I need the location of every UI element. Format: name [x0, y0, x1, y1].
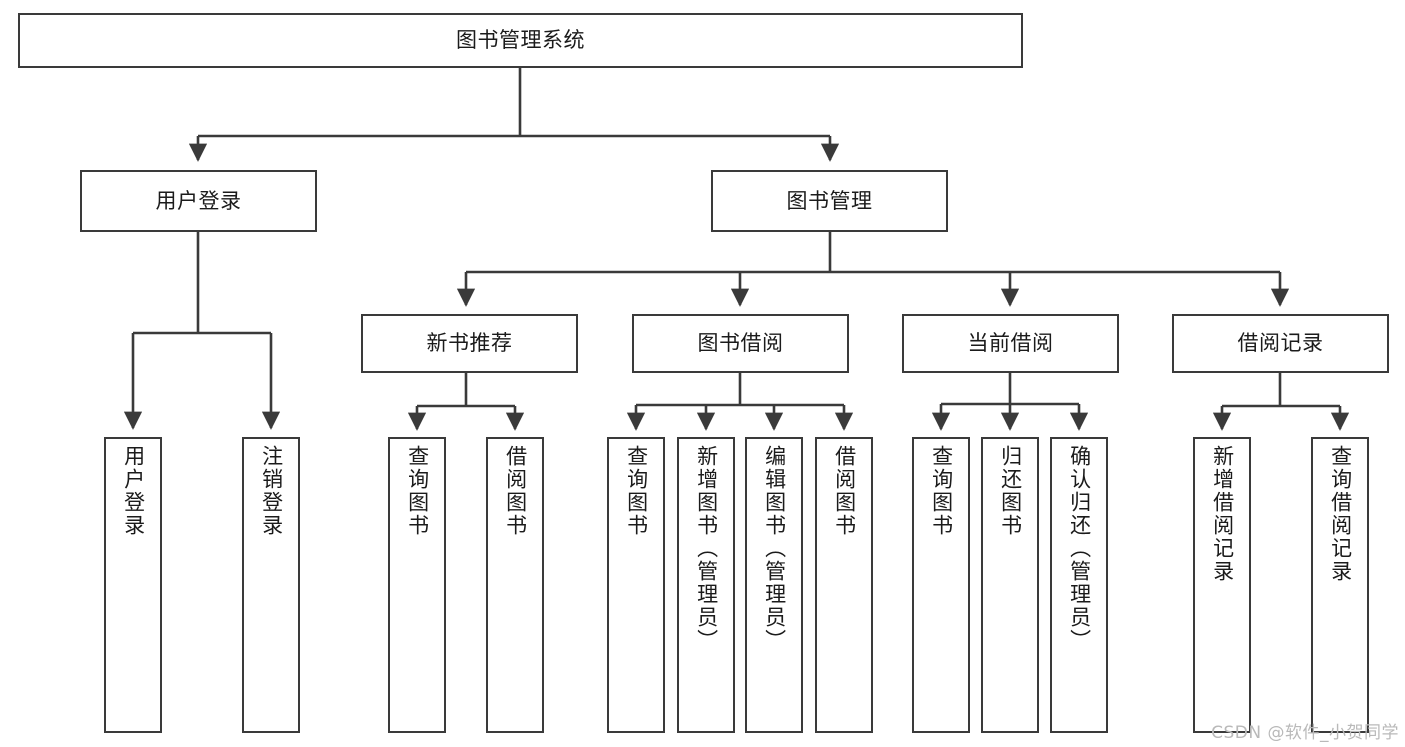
node-leaf-query-book-2[interactable]: 查询图书: [607, 437, 665, 733]
node-leaf-borrow-book-2-label: 借阅图书: [832, 445, 857, 537]
node-leaf-query-book-1-label: 查询图书: [405, 445, 430, 537]
node-leaf-query-record[interactable]: 查询借阅记录: [1311, 437, 1369, 733]
node-leaf-add-record-label: 新增借阅记录: [1210, 445, 1235, 583]
node-leaf-query-book-1[interactable]: 查询图书: [388, 437, 446, 733]
node-current-borrow[interactable]: 当前借阅: [902, 314, 1119, 373]
node-leaf-add-book-label: 新增图书（管理员）: [694, 445, 719, 652]
node-leaf-borrow-book-1[interactable]: 借阅图书: [486, 437, 544, 733]
node-leaf-query-book-3-label: 查询图书: [929, 445, 954, 537]
node-new-book-recommend-label: 新书推荐: [426, 331, 513, 356]
node-leaf-return-book-label: 归还图书: [998, 445, 1023, 537]
node-current-borrow-label: 当前借阅: [967, 331, 1054, 356]
node-leaf-borrow-book-2[interactable]: 借阅图书: [815, 437, 873, 733]
node-new-book-recommend[interactable]: 新书推荐: [361, 314, 578, 373]
node-leaf-confirm-return-label: 确认归还（管理员）: [1067, 445, 1092, 652]
node-leaf-borrow-book-1-label: 借阅图书: [503, 445, 528, 537]
node-borrow-record-label: 借阅记录: [1237, 331, 1324, 356]
node-leaf-user-login[interactable]: 用户登录: [104, 437, 162, 733]
node-book-borrow-label: 图书借阅: [697, 331, 784, 356]
node-leaf-edit-book-label: 编辑图书（管理员）: [762, 445, 787, 652]
node-leaf-confirm-return[interactable]: 确认归还（管理员）: [1050, 437, 1108, 733]
node-leaf-edit-book[interactable]: 编辑图书（管理员）: [745, 437, 803, 733]
node-leaf-user-login-label: 用户登录: [121, 445, 146, 537]
node-leaf-logout[interactable]: 注销登录: [242, 437, 300, 733]
node-borrow-record[interactable]: 借阅记录: [1172, 314, 1389, 373]
node-leaf-add-book[interactable]: 新增图书（管理员）: [677, 437, 735, 733]
node-leaf-return-book[interactable]: 归还图书: [981, 437, 1039, 733]
node-root[interactable]: 图书管理系统: [18, 13, 1023, 68]
node-leaf-logout-label: 注销登录: [259, 445, 284, 537]
node-leaf-query-record-label: 查询借阅记录: [1328, 445, 1353, 583]
node-user-login[interactable]: 用户登录: [80, 170, 317, 232]
node-root-label: 图书管理系统: [456, 28, 585, 53]
node-book-management[interactable]: 图书管理: [711, 170, 948, 232]
node-leaf-query-book-2-label: 查询图书: [624, 445, 649, 537]
node-book-management-label: 图书管理: [786, 188, 873, 213]
node-leaf-query-book-3[interactable]: 查询图书: [912, 437, 970, 733]
csdn-watermark: CSDN @软件_小贺同学: [1211, 723, 1399, 743]
node-book-borrow[interactable]: 图书借阅: [632, 314, 849, 373]
node-user-login-label: 用户登录: [155, 188, 242, 213]
node-leaf-add-record[interactable]: 新增借阅记录: [1193, 437, 1251, 733]
